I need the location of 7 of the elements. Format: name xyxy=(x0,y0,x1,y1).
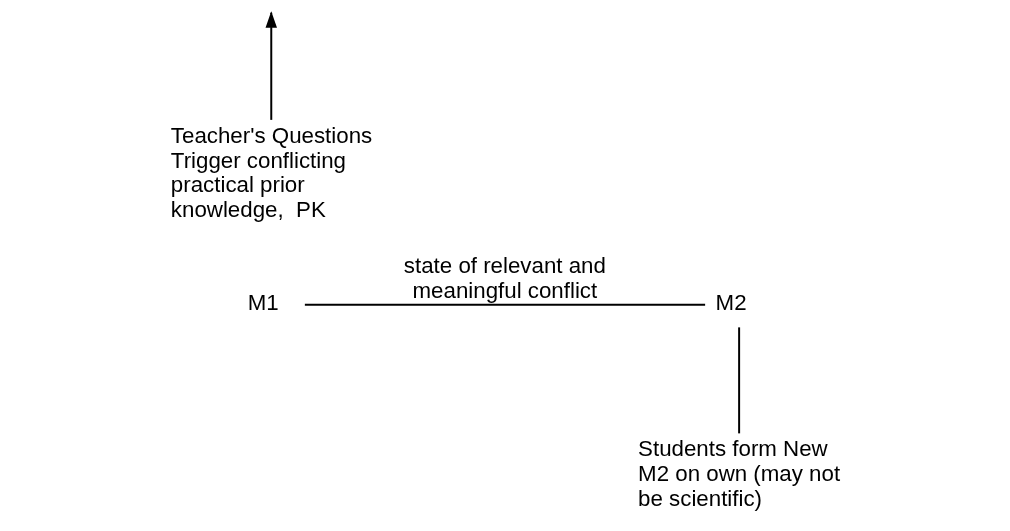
node-text: Teacher's Questions Trigger conflicting practical prior knowledge, PK xyxy=(170,122,372,223)
node-text: M1 xyxy=(247,290,279,316)
connector xyxy=(303,303,706,306)
node-text: M2 xyxy=(715,290,747,316)
connector xyxy=(737,326,740,435)
edge-label: state of relevant and meaningful conflict xyxy=(403,253,606,303)
node-text: Students form New M2 on own (may not be scientific) xyxy=(637,436,840,512)
